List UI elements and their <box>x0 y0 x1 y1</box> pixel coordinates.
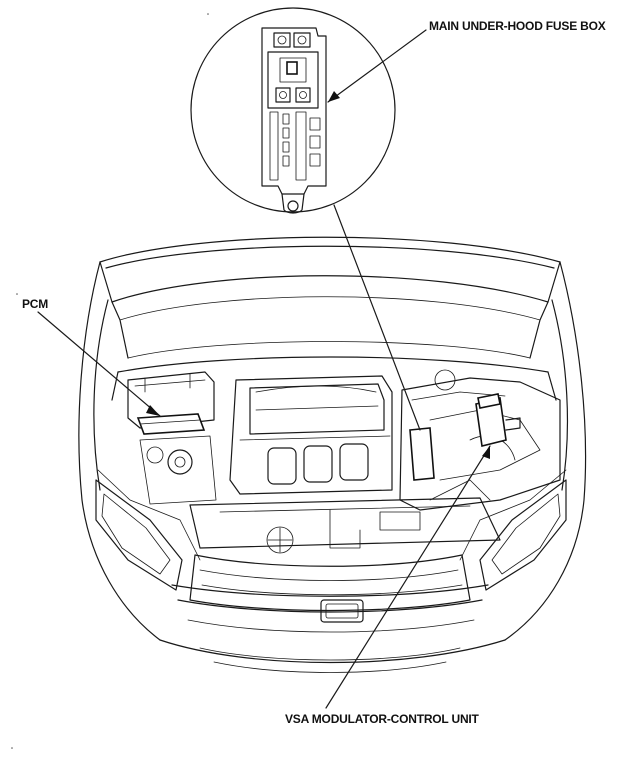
fuse-box-label: MAIN UNDER-HOOD FUSE BOX <box>429 19 606 33</box>
scan-dot <box>16 293 18 295</box>
vsa-label: VSA MODULATOR-CONTROL UNIT <box>285 712 479 726</box>
scan-dot <box>11 747 13 749</box>
pcm-label: PCM <box>22 297 49 311</box>
leader-lines <box>37 29 491 709</box>
scan-dot <box>207 13 209 15</box>
engine-bay <box>127 369 561 554</box>
vehicle-body <box>78 236 587 673</box>
fuse-box-detail <box>190 7 396 214</box>
